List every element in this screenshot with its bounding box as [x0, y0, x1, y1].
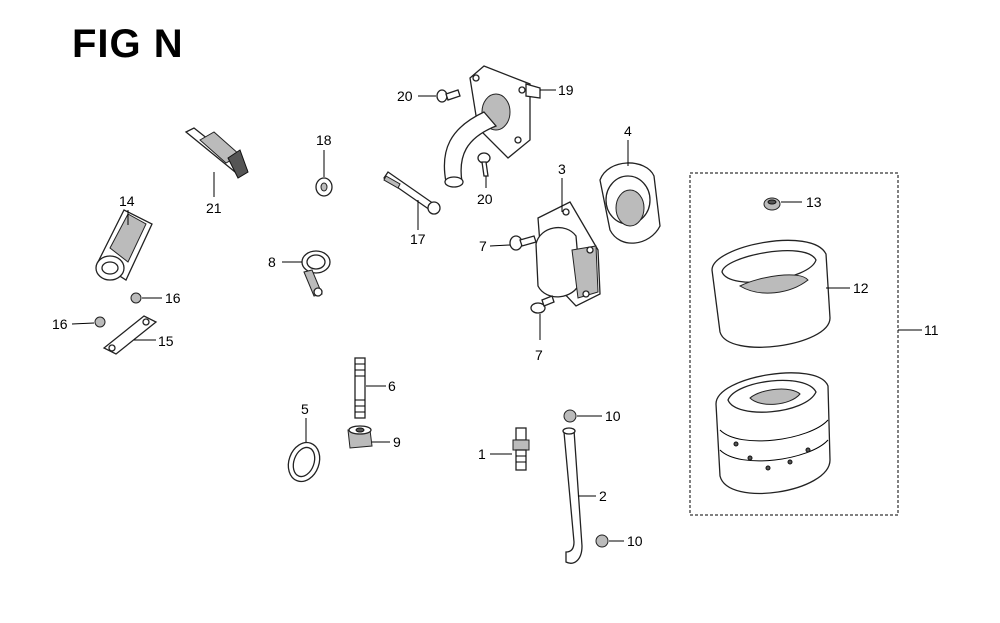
- callout-10a: 10: [605, 408, 621, 424]
- callout-20a: 20: [397, 88, 413, 104]
- part-7-screw-b: [530, 295, 555, 314]
- callout-4: 4: [624, 123, 632, 139]
- callout-7b: 7: [535, 347, 543, 363]
- callout-6: 6: [388, 378, 396, 394]
- callout-2: 2: [599, 488, 607, 504]
- part-12-foam-element: [711, 239, 831, 348]
- callout-16a: 16: [165, 290, 181, 306]
- callout-11: 11: [924, 322, 939, 338]
- part-10-clip-a: [563, 409, 577, 423]
- part-21-spark-plug: [184, 127, 249, 179]
- callout-10b: 10: [627, 533, 643, 549]
- part-5-gasket-ring: [287, 441, 321, 483]
- part-6-stud: [354, 357, 366, 419]
- part-20-screw-a: [436, 89, 461, 103]
- callout-5: 5: [301, 401, 309, 417]
- part-13-grommet: [763, 197, 781, 211]
- part-10-clip-b: [595, 534, 609, 548]
- part-17-bolt: [383, 171, 441, 215]
- callout-17: 17: [410, 231, 426, 247]
- part-19-elbow-pipe: [443, 65, 541, 188]
- part-16-nut-b: [94, 316, 106, 328]
- callout-3: 3: [558, 161, 566, 177]
- part-2-hose: [562, 427, 583, 564]
- callout-12: 12: [853, 280, 869, 296]
- part-8-clamp: [301, 250, 331, 297]
- paper-element: [715, 372, 831, 495]
- part-20-screw-b: [477, 152, 491, 177]
- figure-title: FIG N: [72, 22, 184, 66]
- part-15-gasket: [102, 315, 158, 355]
- callout-7a: 7: [479, 238, 487, 254]
- part-18-washer: [315, 177, 333, 197]
- callout-1: 1: [478, 446, 486, 462]
- callout-15: 15: [158, 333, 174, 349]
- callout-8: 8: [268, 254, 276, 270]
- callout-16b: 16: [52, 316, 68, 332]
- leader-7a: [489, 244, 511, 247]
- part-16-nut-a: [130, 292, 142, 304]
- part-7-screw-a: [509, 235, 537, 251]
- callout-19: 19: [558, 82, 574, 98]
- callout-20b: 20: [477, 191, 493, 207]
- part-14-tube: [95, 209, 153, 281]
- leader-16b: [71, 322, 95, 325]
- part-4-flange: [599, 162, 661, 244]
- callout-21: 21: [206, 200, 222, 216]
- part-1-fitting: [512, 427, 530, 471]
- callout-9: 9: [393, 434, 401, 450]
- callout-13: 13: [806, 194, 822, 210]
- callout-14: 14: [119, 193, 135, 209]
- callout-18: 18: [316, 132, 332, 148]
- part-9-nut: [347, 425, 373, 449]
- part-3-cover: [535, 201, 601, 307]
